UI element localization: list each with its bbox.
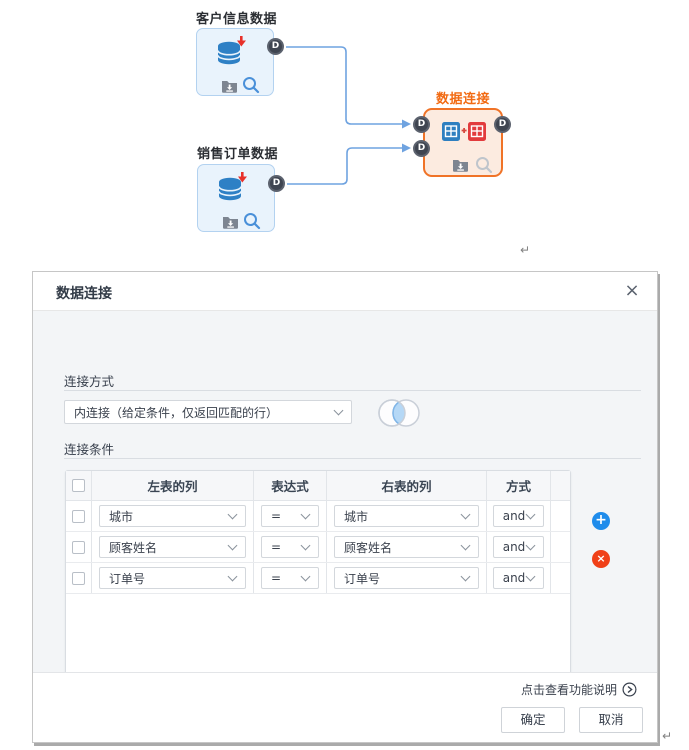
- preview-search-icon-disabled: [476, 157, 493, 174]
- remove-condition-button[interactable]: ×: [592, 550, 610, 568]
- database-icon: [217, 36, 246, 65]
- arrowhead-icon: [402, 119, 411, 129]
- chevron-down-icon: [333, 405, 344, 416]
- cancel-button[interactable]: 取消: [579, 707, 643, 733]
- arrowhead-icon: [402, 143, 411, 153]
- condition-row: 顾客姓名 = 顾客姓名 and: [66, 532, 570, 563]
- row-checkbox[interactable]: [72, 509, 85, 523]
- data-join-dialog: 数据连接 × 连接方式 内连接（给定条件，仅返回匹配的行） 连接条件: [32, 271, 658, 743]
- chevron-down-icon: [525, 509, 536, 520]
- join-method-select[interactable]: 内连接（给定条件，仅返回匹配的行）: [64, 400, 352, 424]
- left-column-select[interactable]: 订单号: [99, 567, 246, 589]
- right-column-select[interactable]: 顾客姓名: [334, 536, 479, 558]
- dialog-body: 连接方式 内连接（给定条件，仅返回匹配的行） 连接条件 左表的列 表达式: [33, 311, 657, 695]
- expression-select[interactable]: =: [261, 505, 319, 527]
- chevron-down-icon: [227, 571, 238, 582]
- preview-search-icon[interactable]: [242, 76, 260, 94]
- section-divider: [64, 458, 641, 459]
- mode-select[interactable]: and: [492, 505, 545, 527]
- paragraph-return-mark: ↵: [520, 243, 531, 257]
- section-divider: [64, 390, 641, 391]
- row-checkbox[interactable]: [72, 571, 85, 585]
- input-port[interactable]: D: [413, 140, 430, 157]
- add-condition-button[interactable]: +: [592, 512, 610, 530]
- preview-search-icon[interactable]: [243, 212, 261, 230]
- dialog-title: 数据连接: [56, 286, 112, 302]
- output-port[interactable]: D: [267, 38, 284, 55]
- chevron-down-icon: [300, 509, 311, 520]
- chevron-down-icon: [460, 540, 471, 551]
- chevron-down-icon: [525, 571, 536, 582]
- connection-lines: [286, 46, 411, 185]
- node-data-join[interactable]: [423, 108, 503, 177]
- column-header-left: 左表的列: [147, 479, 198, 494]
- help-link-label: 点击查看功能说明: [520, 683, 617, 697]
- close-icon[interactable]: ×: [624, 280, 640, 301]
- dialog-header: 数据连接 ×: [33, 272, 657, 311]
- help-link[interactable]: 点击查看功能说明: [521, 681, 637, 698]
- chevron-down-icon: [227, 509, 238, 520]
- database-icon: [218, 172, 247, 201]
- column-header-expression: 表达式: [271, 479, 309, 494]
- node-label-sales: 销售订单数据: [197, 147, 279, 162]
- right-column-select[interactable]: 订单号: [334, 567, 479, 589]
- select-all-checkbox[interactable]: [72, 479, 85, 492]
- connection-line[interactable]: [287, 147, 402, 185]
- left-column-select[interactable]: 顾客姓名: [99, 536, 246, 558]
- row-checkbox[interactable]: [72, 540, 85, 554]
- conditions-table: 左表的列 表达式 右表的列 方式 城市 = 城市 and: [65, 470, 571, 695]
- node-label-join: 数据连接: [435, 92, 490, 107]
- save-folder-icon[interactable]: [222, 215, 239, 229]
- circle-arrow-right-icon: [622, 682, 637, 697]
- condition-row: 订单号 = 订单号 and: [66, 563, 570, 594]
- save-folder-icon[interactable]: [452, 158, 469, 172]
- conditions-section-label: 连接条件: [64, 442, 115, 457]
- mode-select[interactable]: and: [492, 567, 545, 589]
- left-column-select[interactable]: 城市: [99, 505, 246, 527]
- chevron-down-icon: [227, 540, 238, 551]
- output-port[interactable]: D: [494, 116, 511, 133]
- input-port[interactable]: D: [413, 116, 430, 133]
- node-customer-data[interactable]: [196, 28, 274, 96]
- column-header-mode: 方式: [505, 479, 531, 494]
- ok-button[interactable]: 确定: [501, 707, 565, 733]
- output-port[interactable]: D: [268, 175, 285, 192]
- paragraph-return-mark: ↵: [662, 729, 673, 743]
- join-method-section-label: 连接方式: [64, 374, 115, 389]
- mode-select[interactable]: and: [492, 536, 545, 558]
- column-header-right: 右表的列: [381, 479, 432, 494]
- expression-select[interactable]: =: [261, 536, 319, 558]
- chevron-down-icon: [525, 540, 536, 551]
- dialog-footer: 点击查看功能说明 确定 取消: [33, 672, 657, 742]
- table-join-icon: [442, 122, 486, 141]
- expression-select[interactable]: =: [261, 567, 319, 589]
- node-sales-data[interactable]: [197, 164, 275, 232]
- connection-line[interactable]: [286, 46, 402, 125]
- condition-row: 城市 = 城市 and: [66, 501, 570, 532]
- chevron-down-icon: [300, 540, 311, 551]
- chevron-down-icon: [460, 571, 471, 582]
- chevron-down-icon: [460, 509, 471, 520]
- table-header-row: 左表的列 表达式 右表的列 方式: [66, 471, 570, 501]
- right-column-select[interactable]: 城市: [334, 505, 479, 527]
- join-method-selected-value: 内连接（给定条件，仅返回匹配的行）: [74, 405, 279, 420]
- save-folder-icon[interactable]: [221, 79, 238, 93]
- inner-join-venn-icon: [378, 399, 420, 427]
- chevron-down-icon: [300, 571, 311, 582]
- node-label-customer: 客户信息数据: [196, 12, 278, 27]
